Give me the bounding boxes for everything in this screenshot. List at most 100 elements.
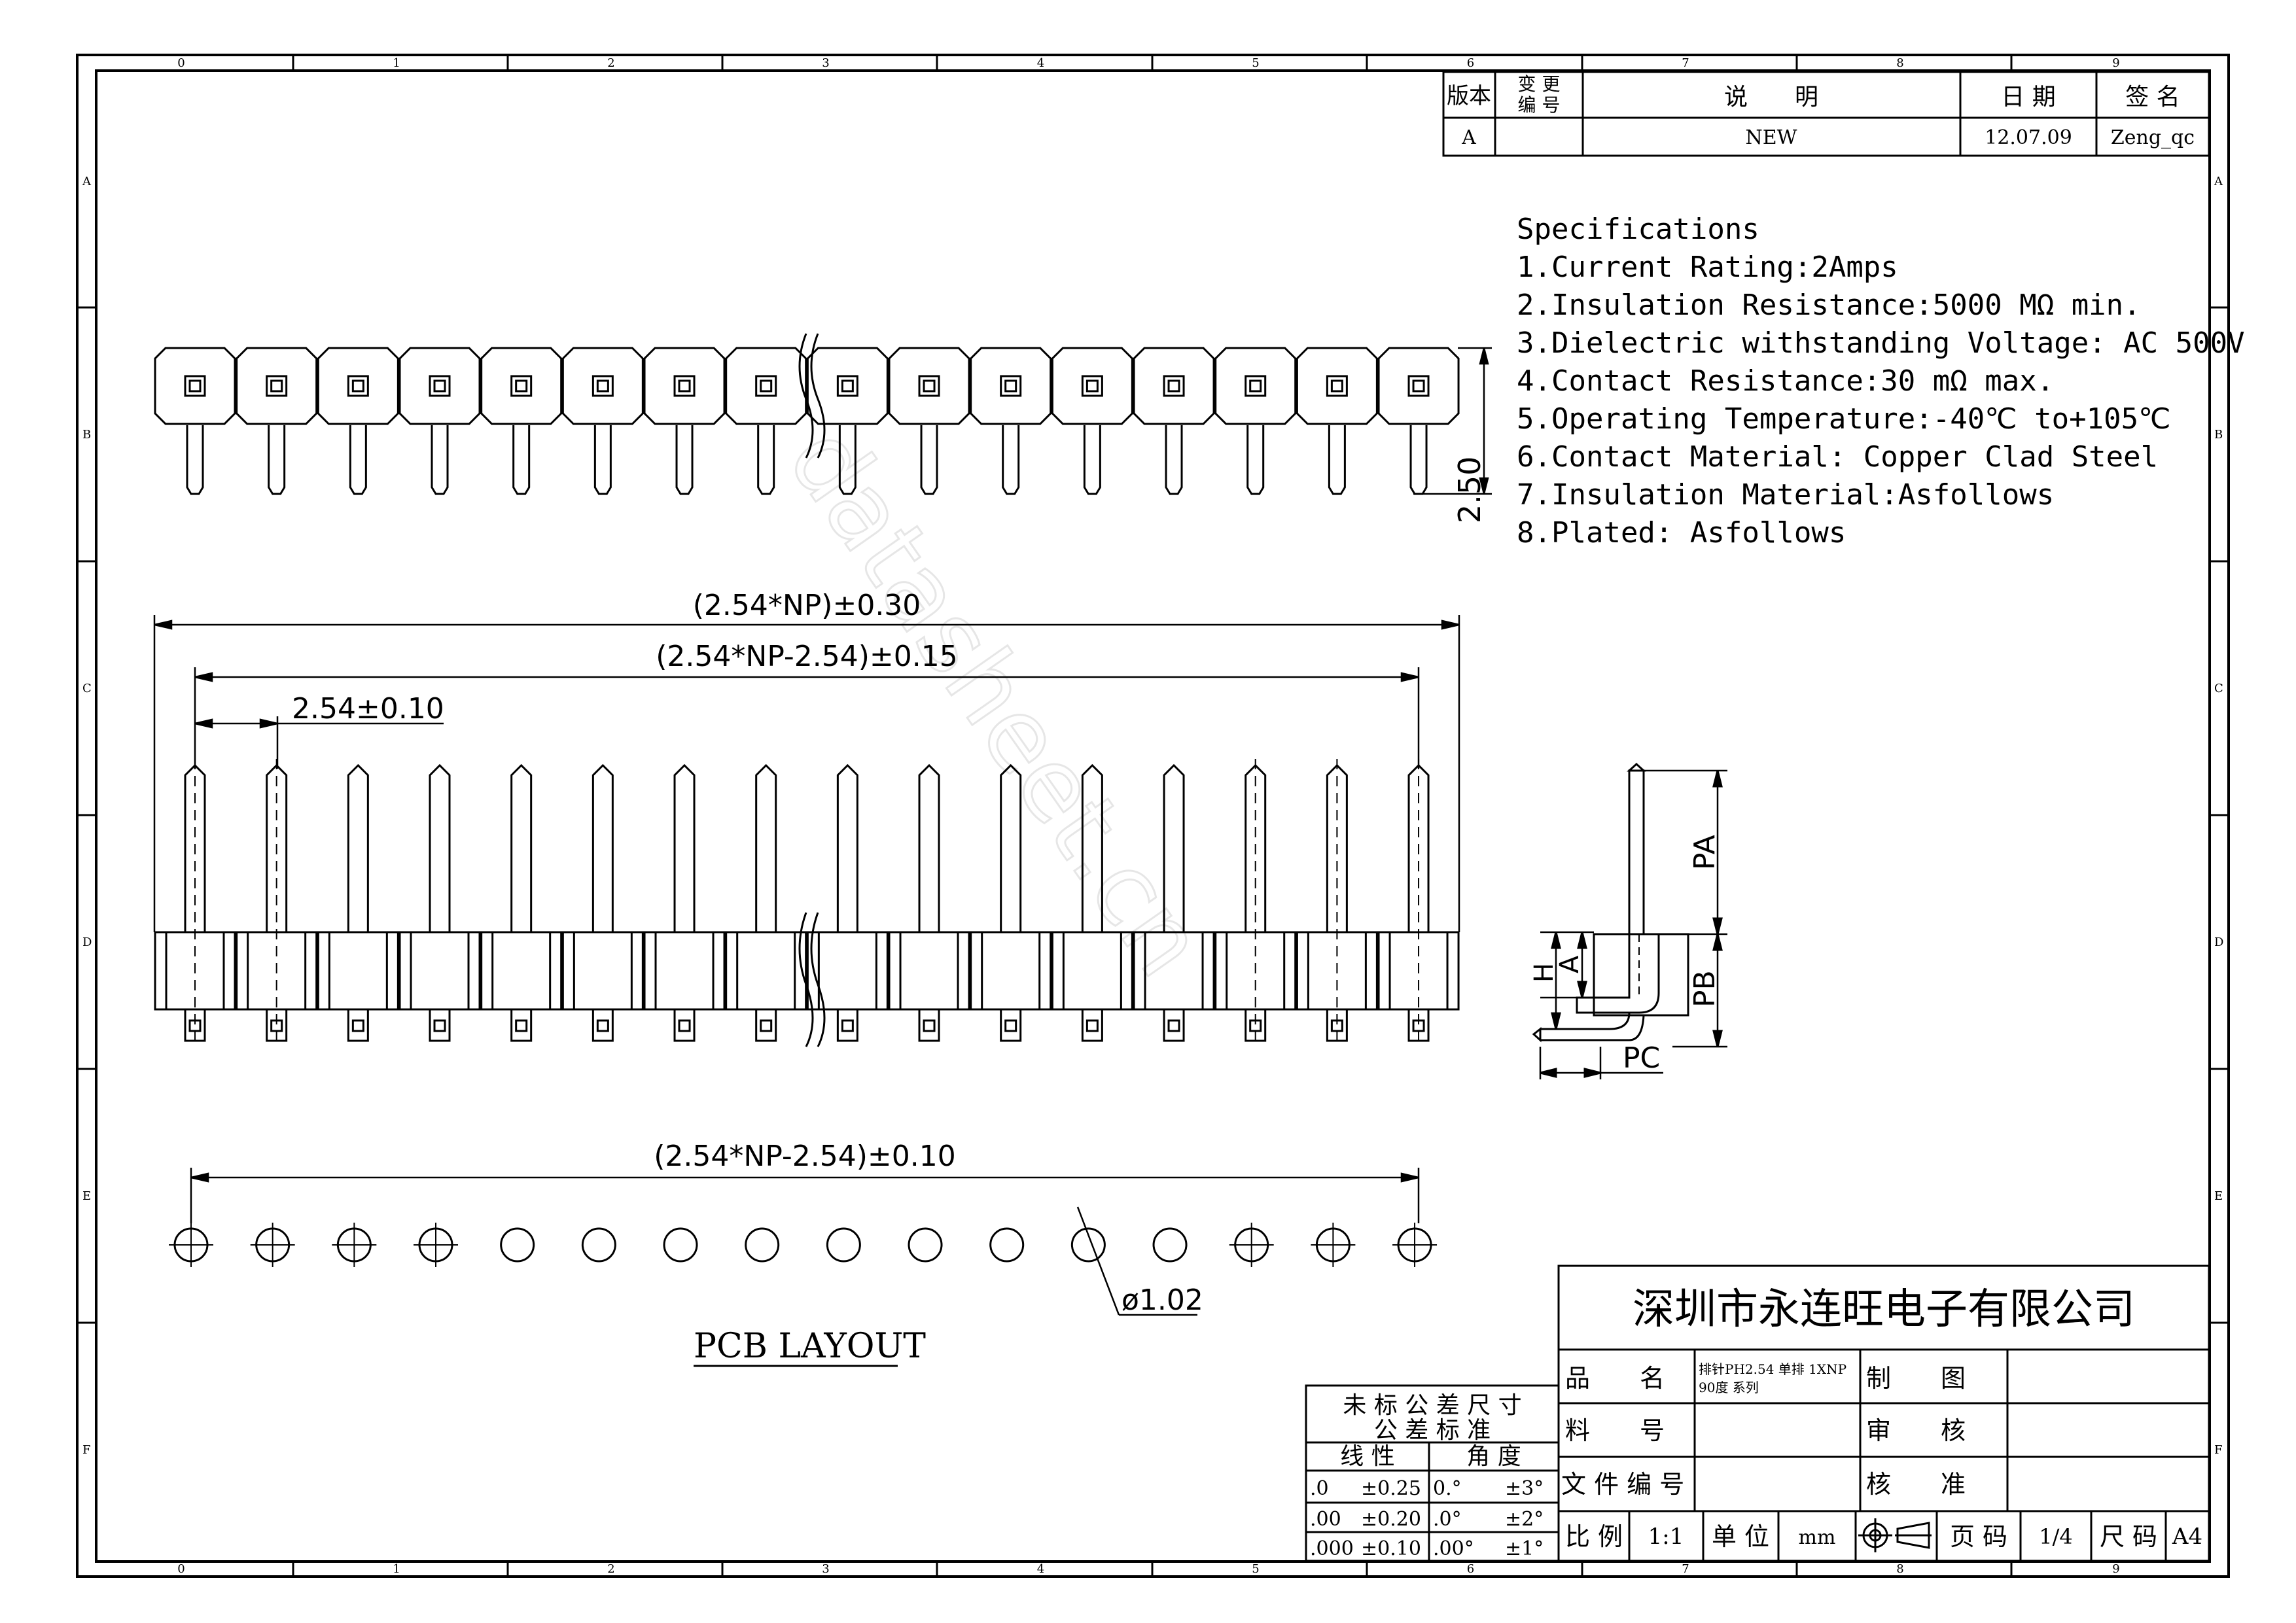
pin-square	[673, 375, 696, 397]
pin-tail	[347, 1008, 369, 1042]
border-letter-left: C	[82, 682, 92, 695]
top-view-drawing	[154, 333, 1460, 495]
border-number-top: 5	[1252, 56, 1259, 70]
pitch-label: 2.54±0.10	[292, 692, 444, 725]
name-value-line-1: 排针PH2.54 单排 1XNP	[1699, 1361, 1846, 1377]
border-number-top: 6	[1467, 56, 1474, 70]
title-block: 深圳市永连旺电子有限公司 品 名 排针PH2.54 单排 1XNP 90度 系列…	[1557, 1265, 2210, 1562]
break-mark	[810, 333, 826, 459]
part-no-label: 料 号	[1565, 1416, 1665, 1445]
pin-square-inner	[596, 379, 609, 393]
pcb-hole	[1152, 1227, 1188, 1263]
pin-body	[1000, 763, 1022, 932]
rev-header-date: 日 期	[2001, 84, 2055, 111]
rev-header-signature: 签 名	[2125, 84, 2180, 111]
border-number-top: 3	[822, 56, 829, 70]
pin-octagon	[1377, 347, 1460, 425]
pin-body	[755, 763, 777, 932]
pin-square	[347, 375, 369, 397]
pin-square	[1326, 375, 1348, 397]
unit-value: mm	[1799, 1526, 1836, 1549]
tol-col-angle: 角 度	[1466, 1443, 1521, 1470]
size-value: A4	[2172, 1524, 2202, 1550]
pin-tail-inner	[1004, 1019, 1017, 1032]
break-mark	[798, 912, 814, 1047]
pin-square	[1081, 375, 1103, 397]
pin-tail	[510, 1008, 533, 1042]
border-letter-left: B	[82, 428, 91, 442]
pin-leg	[675, 425, 694, 495]
pin-leg	[431, 425, 449, 495]
scale-value: 1:1	[1648, 1524, 1684, 1550]
front-dimensions	[153, 615, 1460, 932]
spec-item-3: 3.Dielectric withstanding Voltage: AC 50…	[1517, 326, 2245, 360]
pin-body	[673, 763, 696, 932]
hole-diameter-label: ø1.02	[1122, 1283, 1203, 1317]
tol-row-1-lin: .0	[1310, 1477, 1329, 1500]
border-letter-right: A	[2214, 175, 2223, 188]
pcb-hole	[826, 1227, 861, 1263]
border-ticks	[77, 55, 2229, 1577]
side-pc-label: PC	[1623, 1041, 1660, 1075]
pcb-layout-label: PCB LAYOUT	[694, 1327, 926, 1366]
pin-tail-inner	[841, 1019, 854, 1032]
pin-square-inner	[1412, 379, 1425, 393]
side-pb-label: PB	[1688, 970, 1722, 1007]
border-number-bottom: 0	[177, 1562, 185, 1576]
rev-header-change-1: 变 更	[1518, 73, 1561, 95]
spec-item-7: 7.Insulation Material:Asfollows	[1517, 478, 2054, 512]
specifications: Specifications 1.Current Rating:2Amps 2.…	[1517, 213, 2245, 550]
pin-leg	[1002, 425, 1020, 495]
pin-tail-inner	[760, 1019, 773, 1032]
border-letter-left: A	[82, 175, 92, 188]
name-label: 品 名	[1565, 1364, 1665, 1393]
pin-leg	[1165, 425, 1183, 495]
scale-label: 比 例	[1565, 1522, 1623, 1551]
pin-square-inner	[351, 379, 364, 393]
pin-octagon	[643, 347, 726, 425]
pcb-dimensions	[190, 1168, 1420, 1316]
border-number-bottom: 4	[1037, 1562, 1044, 1576]
spec-item-1: 1.Current Rating:2Amps	[1517, 251, 1898, 284]
pin-leg	[268, 425, 286, 495]
pin-leg	[186, 425, 204, 495]
pin-octagon	[1133, 347, 1215, 425]
border-number-top: 2	[607, 56, 614, 70]
pin-octagon	[970, 347, 1052, 425]
pitch-span-label: (2.54*NP-2.54)±0.15	[656, 640, 957, 673]
pin-body	[1081, 763, 1103, 932]
pin-tail	[1163, 1008, 1185, 1042]
pin-tail-inner	[1167, 1019, 1180, 1032]
pcb-hole	[663, 1227, 698, 1263]
pin-tail-inner	[1086, 1019, 1099, 1032]
pin-tail	[1000, 1008, 1022, 1042]
tol-row-2-ang-tol: ±2°	[1505, 1508, 1544, 1531]
border-number-top: 7	[1682, 56, 1689, 70]
border-letter-left: D	[82, 935, 92, 949]
rev-header-change-2: 编 号	[1518, 94, 1561, 116]
pin-square	[184, 375, 206, 397]
pcb-hole	[989, 1227, 1025, 1263]
pin-tail-inner	[678, 1019, 691, 1032]
tol-row-2-ang: .0°	[1433, 1508, 1462, 1531]
pin-tail-inner	[433, 1019, 446, 1032]
pcb-hole	[745, 1227, 780, 1263]
pin-tail	[755, 1008, 777, 1042]
border-number-bottom: 6	[1467, 1562, 1474, 1576]
checked-label: 审 核	[1866, 1416, 1966, 1445]
pin-body	[592, 763, 614, 932]
tol-row-2-lin: .00	[1310, 1508, 1341, 1531]
pcb-hole	[1070, 1227, 1106, 1263]
pin-square	[1245, 375, 1267, 397]
pin-tail	[673, 1008, 696, 1042]
pin-square	[592, 375, 614, 397]
rev-version: A	[1461, 126, 1476, 149]
pin-leg	[1083, 425, 1101, 495]
pin-octagon	[806, 347, 889, 425]
spec-item-4: 4.Contact Resistance:30 mΩ max.	[1517, 364, 2054, 398]
pin-square	[836, 375, 858, 397]
pin-octagon	[1051, 347, 1133, 425]
top-height-label: 2.50	[1452, 457, 1487, 523]
pin-leg	[920, 425, 938, 495]
